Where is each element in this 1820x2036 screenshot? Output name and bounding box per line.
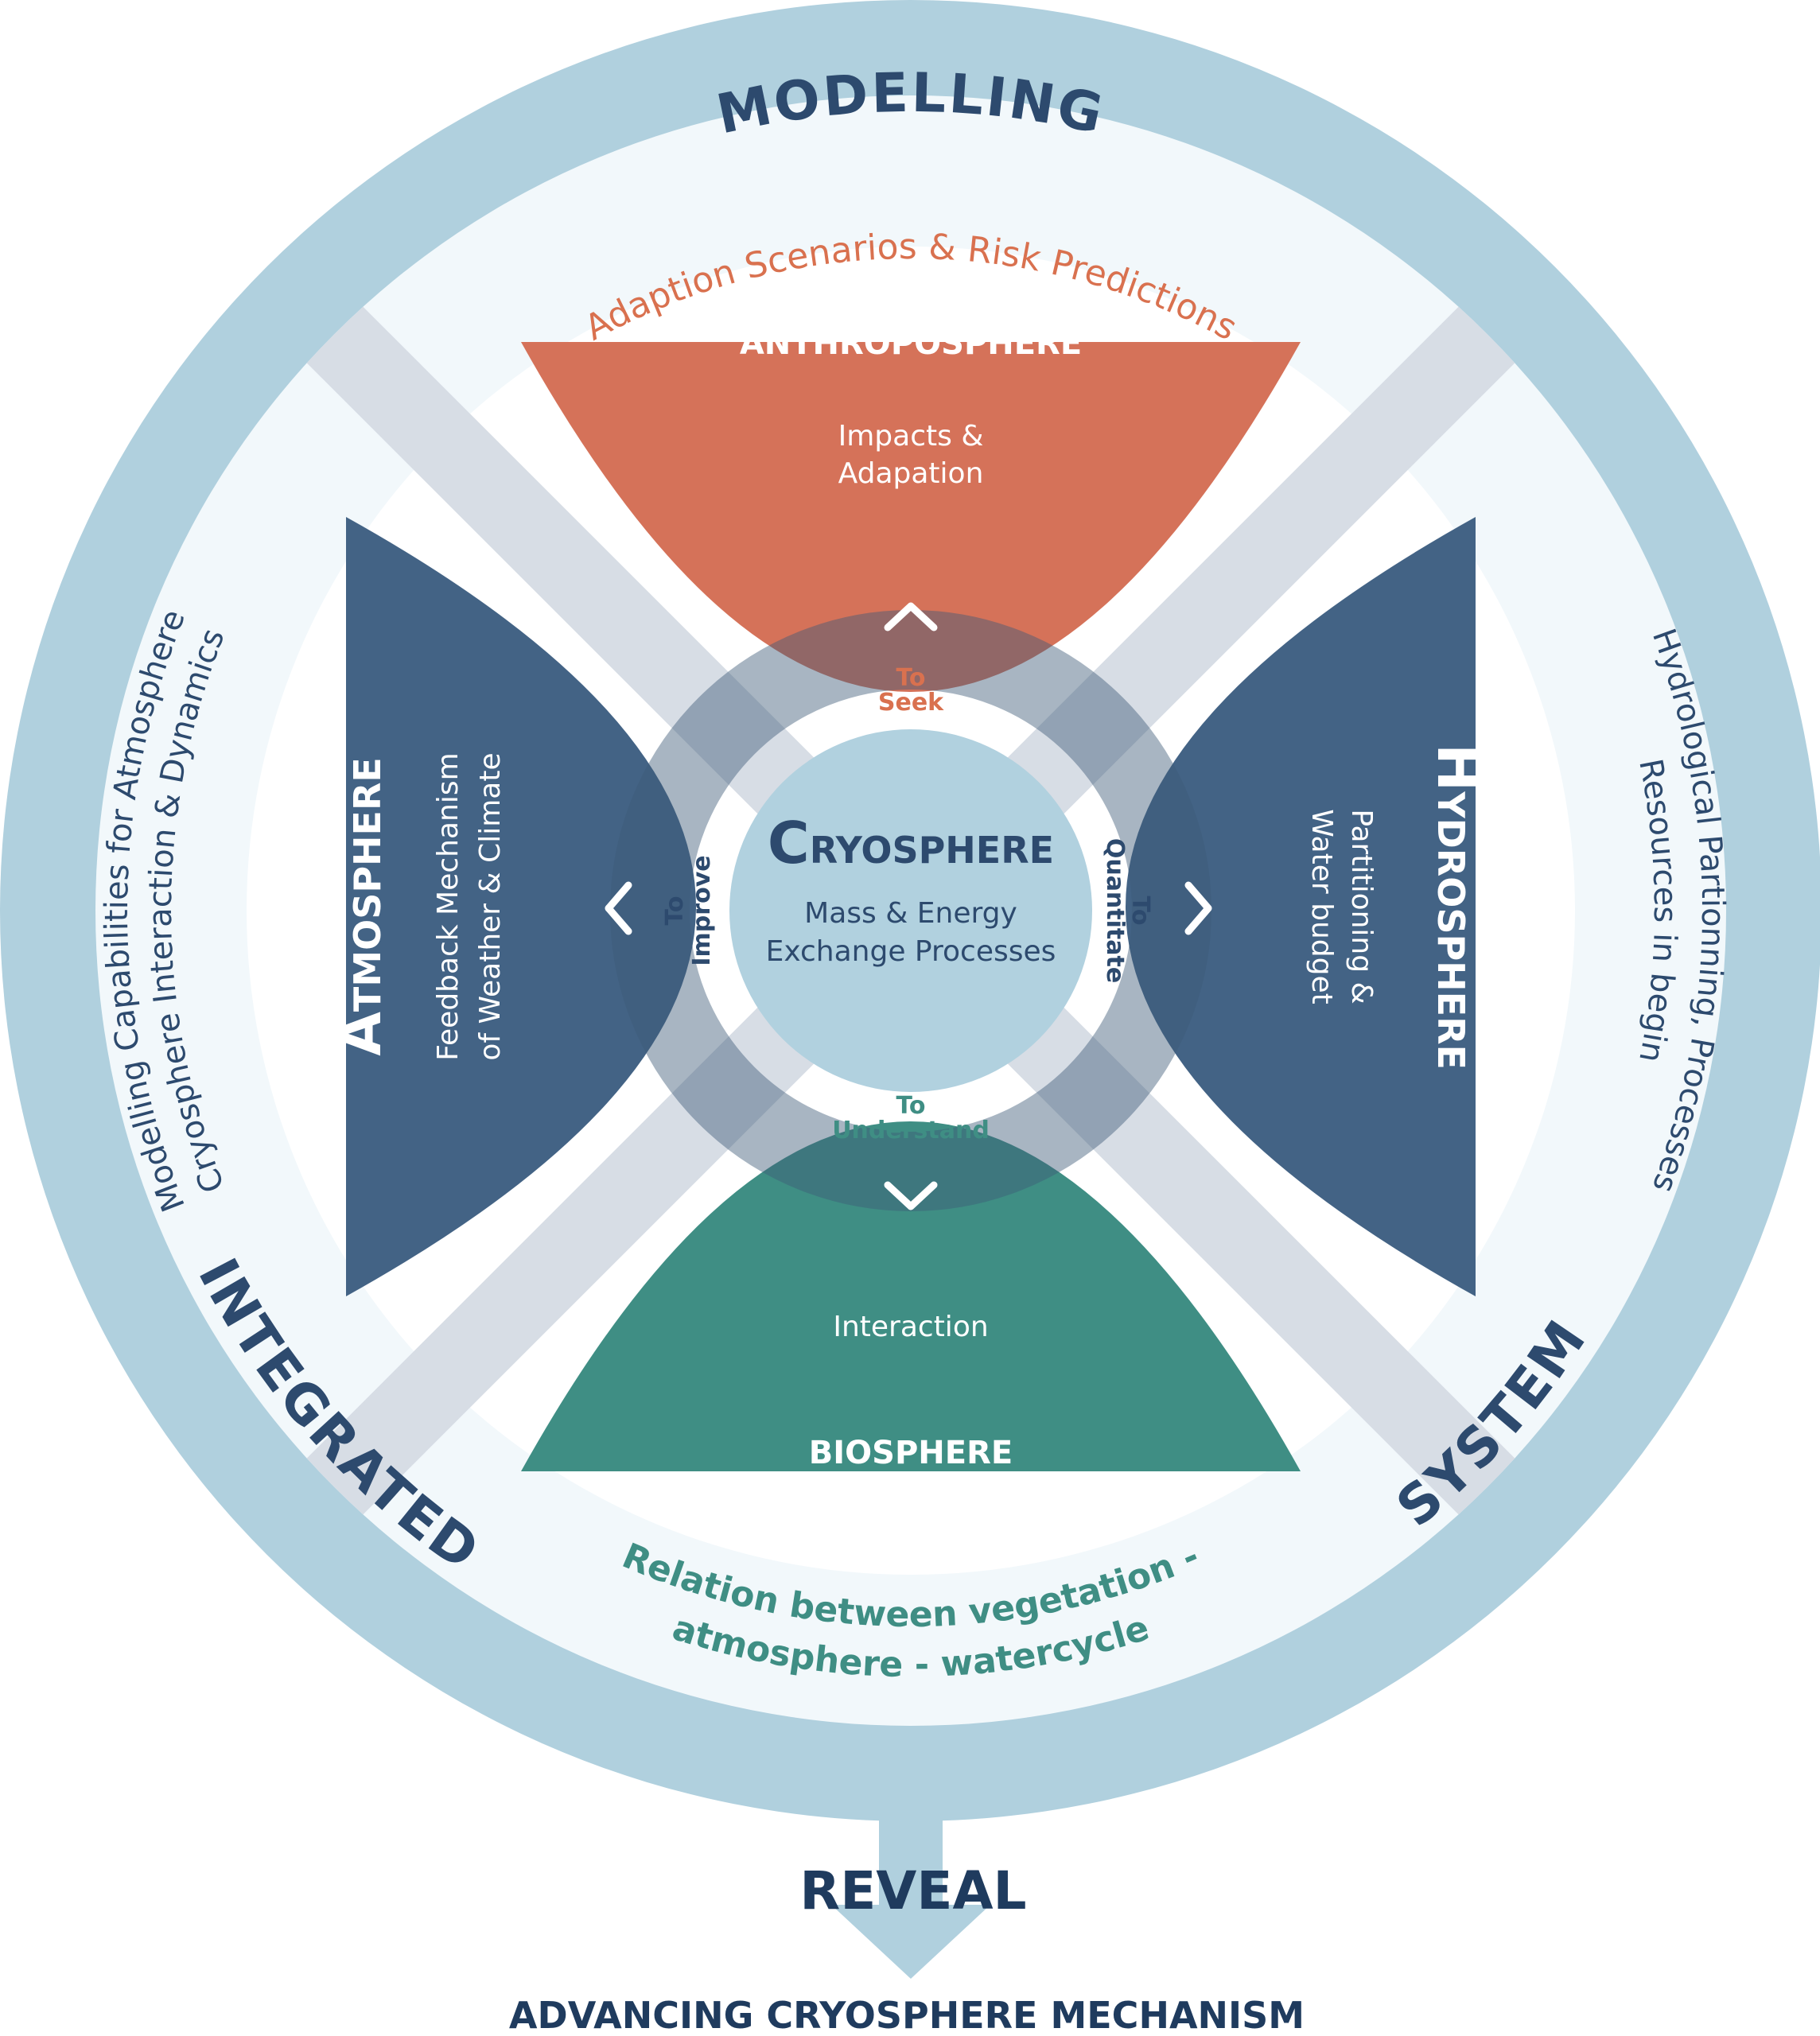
anthroposphere-line1: Impacts & (838, 420, 984, 453)
reveal-arrow (831, 1805, 990, 1979)
atmosphere-line1: Feedback Mechanism (432, 752, 465, 1060)
biosphere-line1: Interaction (833, 1311, 988, 1343)
hydrosphere-line2: Water budget (1305, 809, 1338, 1004)
hydrosphere-line1: Partitioning & (1345, 809, 1378, 1004)
atmosphere-line2: of Weather & Climate (474, 752, 507, 1060)
anthroposphere-sector (521, 342, 1301, 692)
atmosphere-sector (346, 517, 696, 1296)
reveal-label: REVEAL (799, 1860, 1026, 1921)
hydrosphere-sector (1126, 517, 1476, 1296)
biosphere-sector (521, 1121, 1301, 1471)
verb-left-line2: Improve (688, 855, 716, 966)
chevron-down-icon (884, 1181, 938, 1210)
cryosphere-line2: Exchange Processes (766, 935, 1056, 968)
anthroposphere-title: ANTHROPOSPHERE (740, 325, 1082, 362)
anthroposphere-line2: Adapation (838, 457, 984, 490)
verb-bottom-line2: Understand (832, 1117, 990, 1144)
verb-left-line1: To (661, 896, 689, 925)
footer-caption: ADVANCING CRYOSPHERE MECHANISM (509, 1994, 1305, 2036)
chevron-up-icon (884, 602, 938, 631)
biosphere-title: BIOSPHERE (809, 1435, 1013, 1471)
verb-top-line2: Seek (878, 689, 944, 717)
cryosphere-title: CRYOSPHERE (768, 810, 1054, 876)
hydrosphere-title: HYDROSPHERE (1425, 744, 1491, 1070)
verb-right-line2: Quantitate (1101, 838, 1129, 983)
verb-bottom-line1: To (896, 1092, 925, 1120)
cryosphere-line1: Mass & Energy (804, 897, 1017, 930)
atmosphere-title: ATMOSPHERE (327, 757, 394, 1056)
chevron-left-icon (605, 881, 632, 935)
verb-right-line1: To (1126, 896, 1154, 925)
verb-ring (610, 610, 1211, 1211)
cryosphere-disc (729, 729, 1092, 1092)
chevron-right-icon (1184, 881, 1212, 935)
verb-top-line1: To (896, 664, 925, 692)
